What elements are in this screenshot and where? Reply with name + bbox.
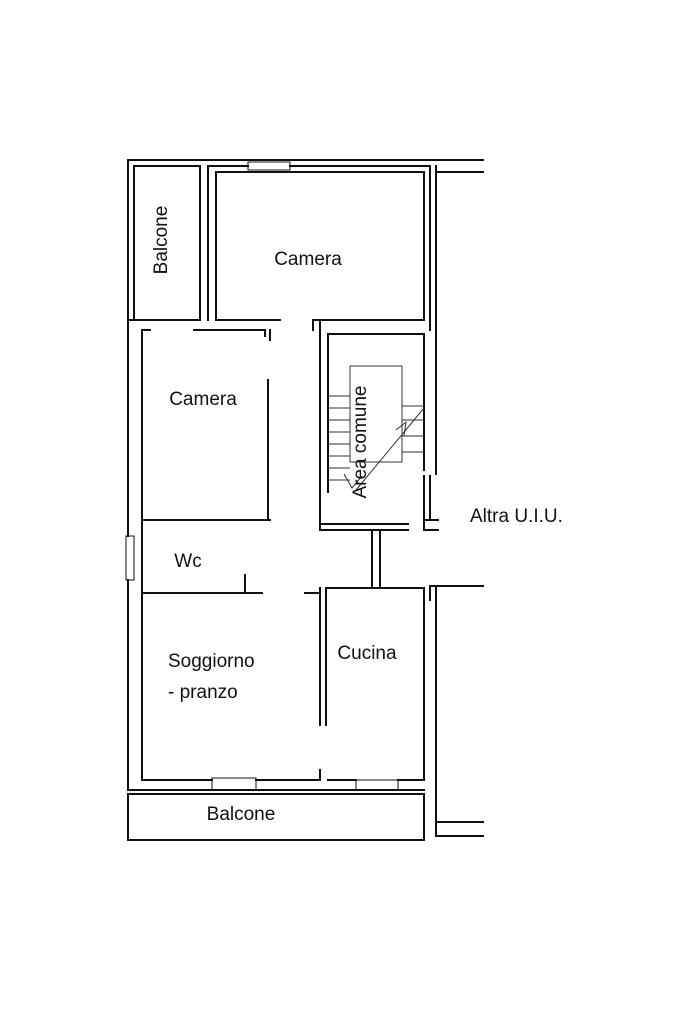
label-balcone-top: Balcone (151, 206, 172, 275)
label-altra-uiu: Altra U.I.U. (470, 506, 563, 527)
label-soggiorno-line1: Soggiorno (168, 651, 255, 672)
kitchen-walls (319, 585, 484, 837)
label-balcone-bottom: Balcone (207, 804, 276, 825)
window-wc (125, 535, 135, 581)
label-camera-top: Camera (274, 249, 342, 270)
bottom-walls (127, 769, 484, 841)
label-wc: Wc (174, 551, 201, 572)
left-walls (127, 319, 321, 791)
label-area-comune: Area comune (350, 385, 371, 498)
label-cucina: Cucina (337, 643, 397, 664)
window-bottom (211, 777, 399, 791)
staircase (328, 365, 425, 491)
window-top (247, 161, 291, 171)
label-camera-left: Camera (169, 389, 237, 410)
label-soggiorno-line2: - pranzo (168, 682, 238, 703)
common-area-walls (312, 171, 439, 587)
outer-walls (127, 159, 484, 331)
